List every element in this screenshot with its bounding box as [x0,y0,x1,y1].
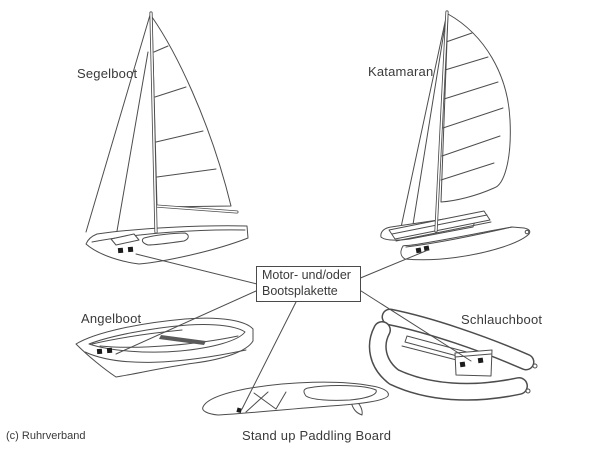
connector-sailboat [135,253,258,285]
connector-catamaran [357,249,429,280]
sup-board-icon [202,381,389,416]
connector-fishing-boat [115,290,257,355]
sailboat-badge-icon [117,246,134,254]
label-sup-board: Stand up Paddling Board [242,428,392,443]
label-schlauchboot: Schlauchboot [461,312,543,327]
connector-lines [115,249,472,410]
connector-inflatable [357,288,472,362]
label-katamaran: Katamaran [368,64,434,79]
sailboat-icon [85,11,249,265]
copyright-text: (c) Ruhrverband [6,430,86,442]
sup-badge-icon [236,407,242,414]
catamaran-icon [380,10,531,261]
label-angelboot: Angelboot [81,311,142,326]
inflatable-badge-icon [459,357,484,368]
badge-label-box: Motor- und/oder Bootsplakette [256,266,361,302]
fishing-boat-icon [75,317,254,378]
fishing-boat-badge-icon [96,347,113,355]
badge-label-line1: Motor- und/oder [262,268,351,282]
connector-sup [241,301,297,410]
badge-label-line2: Bootsplakette [262,283,338,298]
label-segelboot: Segelboot [77,66,138,81]
inflatable-boat-icon [368,308,538,401]
